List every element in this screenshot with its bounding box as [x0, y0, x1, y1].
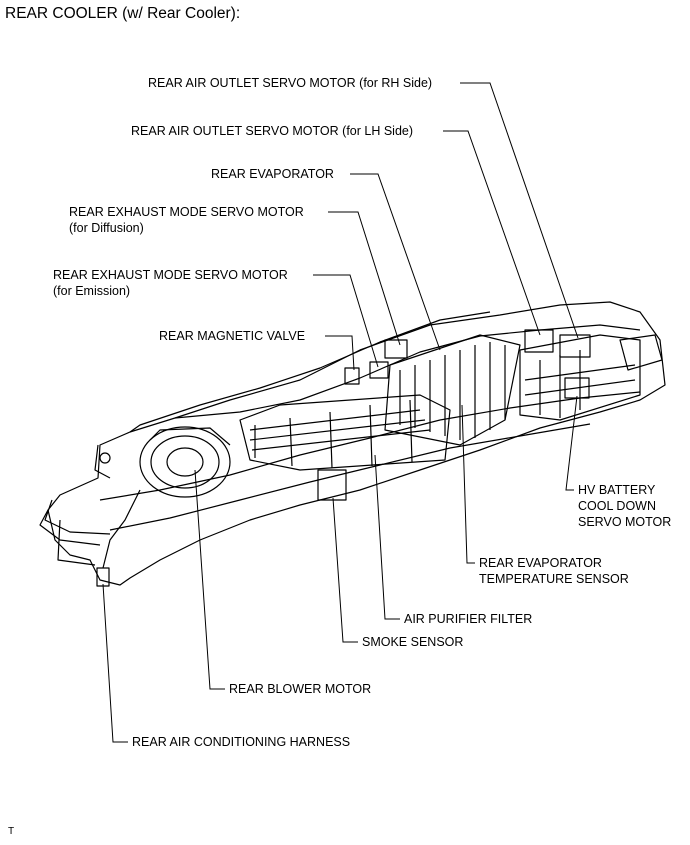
housing-outline: [47, 301, 666, 586]
label-evaporator: REAR EVAPORATOR: [211, 167, 334, 181]
label-exhaust-diffusion: REAR EXHAUST MODE SERVO MOTOR: [69, 205, 304, 219]
label-exhaust-diffusion-sub: (for Diffusion): [69, 221, 144, 235]
label-air-filter: AIR PURIFIER FILTER: [404, 612, 533, 626]
label-rh-servo: REAR AIR OUTLET SERVO MOTOR (for RH Side…: [148, 76, 433, 90]
leader-exhaust-emission: [313, 274, 379, 368]
label-hv-battery-2: COOL DOWN: [578, 499, 657, 513]
label-blower-motor: REAR BLOWER MOTOR: [229, 682, 372, 696]
label-smoke-sensor: SMOKE SENSOR: [362, 635, 464, 649]
leader-blower-motor: [194, 469, 225, 690]
pipe: [39, 509, 101, 546]
label-hv-battery-3: SERVO MOTOR: [578, 515, 672, 529]
leader-harness: [102, 583, 128, 743]
leader-magnetic-valve: [325, 335, 355, 371]
label-exhaust-emission-sub: (for Emission): [53, 284, 131, 298]
smoke-sensor: [317, 469, 347, 501]
label-evap-temp-1: REAR EVAPORATOR: [479, 556, 602, 570]
label-harness: REAR AIR CONDITIONING HARNESS: [132, 735, 351, 749]
label-hv-battery-1: HV BATTERY: [578, 483, 656, 497]
page-title: REAR COOLER (w/ Rear Cooler):: [5, 5, 241, 22]
label-lh-servo: REAR AIR OUTLET SERVO MOTOR (for LH Side…: [131, 124, 414, 138]
magnetic-valve: [344, 367, 360, 385]
leader-evap-temp: [461, 404, 475, 564]
leader-smoke-sensor: [332, 497, 358, 643]
label-magnetic-valve: REAR MAGNETIC VALVE: [159, 329, 306, 343]
label-evap-temp-2: TEMPERATURE SENSOR: [479, 572, 629, 586]
blower-motor: [139, 426, 231, 498]
leader-hv-battery: [565, 395, 578, 491]
corner-mark: T: [8, 826, 15, 837]
leader-evaporator: [350, 173, 441, 351]
label-exhaust-emission: REAR EXHAUST MODE SERVO MOTOR: [53, 268, 288, 282]
lh-servo-motor: [524, 329, 554, 353]
leader-rh-servo: [460, 82, 579, 339]
air-purifier-filter: [239, 394, 451, 471]
exhaust-emission-servo: [369, 361, 389, 379]
leader-exhaust-diffusion: [328, 211, 401, 346]
exhaust-diffusion-servo: [384, 339, 408, 359]
leader-air-filter: [374, 454, 400, 620]
rh-servo-motor: [559, 334, 591, 358]
leader-lh-servo: [443, 130, 541, 336]
